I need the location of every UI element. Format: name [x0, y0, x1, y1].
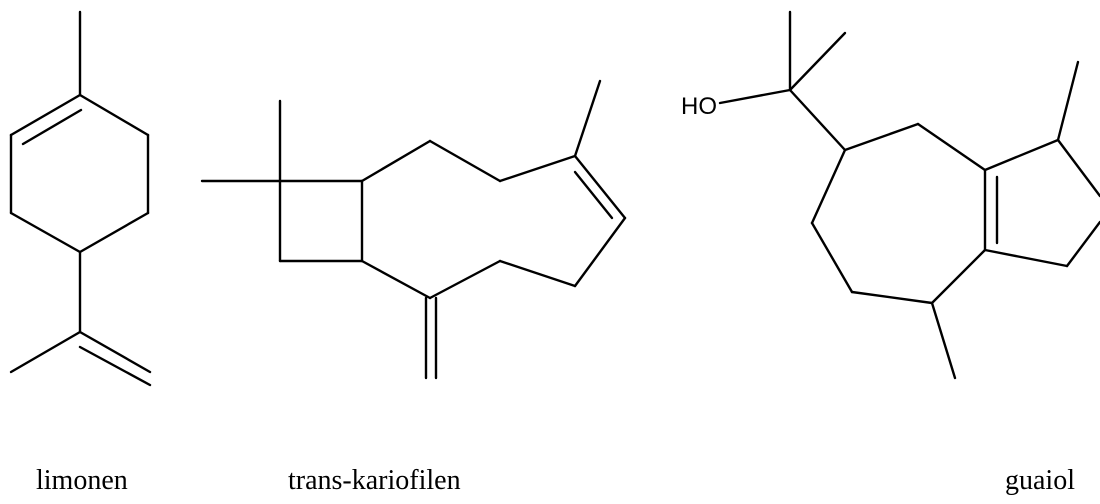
double-bond-inner: [573, 170, 614, 220]
molecule-name-guaiol: guaiol: [1005, 465, 1075, 496]
guaiol-structure: HO: [681, 10, 1100, 380]
double-bond-inner: [21, 108, 83, 146]
bond: [9, 93, 82, 137]
bond: [788, 31, 847, 92]
bond: [718, 88, 792, 105]
bond: [573, 154, 627, 220]
bond: [1056, 60, 1080, 142]
bond: [78, 211, 150, 254]
bond: [930, 301, 957, 380]
bond: [573, 216, 627, 288]
bond: [930, 248, 987, 305]
bond: [9, 211, 82, 254]
bond: [788, 88, 847, 152]
bond: [810, 221, 854, 294]
bond: [1065, 220, 1100, 268]
bond: [810, 148, 847, 225]
bond: [428, 139, 502, 183]
bond: [498, 259, 577, 288]
double-bond-inner: [78, 345, 152, 387]
bond: [78, 93, 150, 137]
bond: [360, 139, 432, 183]
bond: [573, 79, 602, 158]
hydroxyl-label: HO: [681, 93, 717, 120]
bond: [1056, 138, 1100, 198]
limonen-structure: [9, 10, 152, 387]
bond: [428, 259, 502, 300]
trans-kariofilen-structure: [200, 79, 627, 380]
bond: [983, 138, 1060, 172]
molecule-name-limonen: limonen: [36, 465, 128, 496]
bond: [916, 122, 987, 172]
bond: [360, 259, 432, 300]
molecule-name-trans-kariofilen: trans-kariofilen: [288, 465, 461, 496]
bond: [9, 330, 82, 374]
bond: [498, 154, 577, 183]
bond: [850, 290, 934, 305]
bond: [78, 330, 152, 374]
bond: [843, 122, 920, 152]
bond: [983, 248, 1069, 268]
